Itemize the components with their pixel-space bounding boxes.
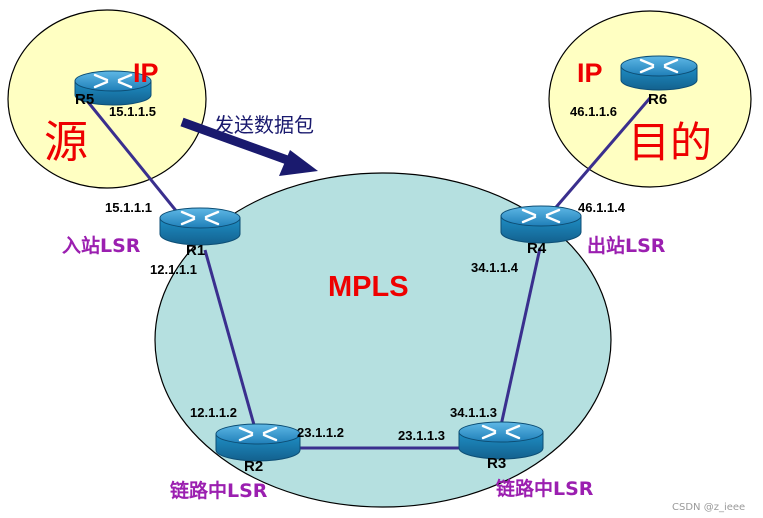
link-r1-r2 bbox=[203, 249, 258, 433]
router-arrows-icon bbox=[521, 208, 561, 224]
router-r5-name: R5 bbox=[75, 91, 94, 108]
router-r1-name: R1 bbox=[186, 242, 205, 259]
ip-r3-to-r2: 23.1.1.3 bbox=[398, 428, 445, 443]
ip-r2-to-r1: 12.1.1.2 bbox=[190, 405, 237, 420]
link-r5-r1 bbox=[86, 101, 192, 229]
ip-r1-to-r5: 15.1.1.1 bbox=[105, 200, 152, 215]
ip-r1-to-r2: 12.1.1.1 bbox=[150, 262, 197, 277]
destination-zone-protocol: IP bbox=[577, 58, 603, 88]
router-arrows-icon bbox=[481, 424, 521, 440]
send-packet-label: 发送数据包 bbox=[214, 113, 314, 137]
source-zone-role: 源 bbox=[44, 117, 88, 168]
router-r4-name: R4 bbox=[527, 240, 547, 257]
router-arrows-icon bbox=[639, 58, 679, 74]
router-r6[interactable]: R6 bbox=[620, 55, 698, 108]
source-zone-protocol: IP bbox=[133, 58, 159, 88]
link-r3-r4 bbox=[498, 247, 542, 431]
router-r3-name: R3 bbox=[487, 455, 506, 472]
router-r1[interactable]: R1 bbox=[159, 207, 241, 259]
ip-r4-to-r3: 34.1.1.4 bbox=[471, 260, 519, 275]
router-r5[interactable]: R5 bbox=[74, 70, 152, 108]
watermark: CSDN @z_ieee bbox=[672, 502, 745, 513]
router-r6-name: R6 bbox=[648, 91, 667, 108]
ip-r6-to-r4: 46.1.1.6 bbox=[570, 104, 617, 119]
ip-r3-to-r4: 34.1.1.3 bbox=[450, 405, 497, 420]
r3-role-label: 链路中LSR bbox=[496, 477, 594, 500]
ip-r5-to-r1: 15.1.1.5 bbox=[109, 104, 156, 119]
r1-role-label: 入站LSR bbox=[62, 234, 141, 257]
r4-role-label: 出站LSR bbox=[587, 234, 666, 257]
router-r4[interactable]: R4 bbox=[500, 205, 582, 257]
mpls-zone-label: MPLS bbox=[328, 271, 409, 303]
ip-r2-to-r3: 23.1.1.2 bbox=[297, 425, 344, 440]
ip-r4-to-r6: 46.1.1.4 bbox=[578, 200, 626, 215]
links bbox=[86, 97, 652, 450]
router-arrows-icon bbox=[180, 210, 220, 226]
router-r3[interactable]: R3 bbox=[458, 421, 544, 472]
r2-role-label: 链路中LSR bbox=[170, 479, 268, 502]
destination-zone-role: 目的 bbox=[628, 118, 712, 167]
router-r2-name: R2 bbox=[244, 458, 263, 475]
link-r4-r6 bbox=[543, 97, 652, 221]
router-arrows-icon bbox=[93, 73, 133, 89]
send-packet-arrow bbox=[180, 117, 318, 176]
router-r2[interactable]: R2 bbox=[215, 423, 301, 475]
router-arrows-icon bbox=[238, 426, 278, 442]
